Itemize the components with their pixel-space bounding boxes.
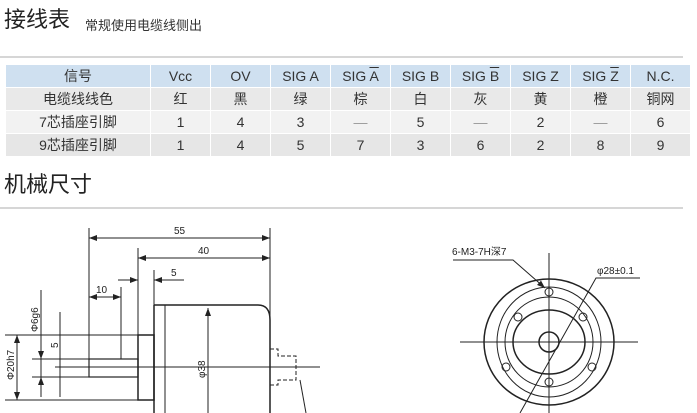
cell: 棕 (331, 88, 390, 110)
cell: 白 (391, 88, 450, 110)
cell: 黑 (211, 88, 270, 110)
cell: 3 (391, 134, 450, 156)
cell: 9 (631, 134, 690, 156)
side-view (5, 228, 320, 413)
dim-phi38: φ38 (197, 360, 208, 378)
cell: 红 (151, 88, 210, 110)
cell: 3 (271, 111, 330, 133)
table-row: 9芯插座引脚 1 4 5 7 3 6 2 8 9 (6, 134, 690, 156)
header-overline-text: Z (610, 68, 619, 84)
header-cell: 信号 (6, 65, 150, 87)
header-overline-text: A (369, 68, 379, 84)
header-text: SIG (342, 68, 367, 84)
header-text: SIG (582, 68, 607, 84)
header-cell: SIG A (271, 65, 330, 87)
cell: — (571, 111, 630, 133)
dim-5-vertical: 5 (50, 342, 61, 348)
dim-phi6g6: Φ6g6 (30, 307, 41, 332)
cell: 灰 (451, 88, 510, 110)
cell: 1 (151, 134, 210, 156)
table-row: 7芯插座引脚 1 4 3 — 5 — 2 — 6 (6, 111, 690, 133)
dim-phi20h7: Φ20h7 (6, 349, 17, 380)
header-cell: SIG B (451, 65, 510, 87)
table-header-row: 信号 Vcc OV SIG A SIG A SIG B SIG B SIG Z … (6, 65, 690, 87)
wiring-table: 信号 Vcc OV SIG A SIG A SIG B SIG B SIG Z … (5, 64, 691, 157)
cell: 8 (571, 134, 630, 156)
cell: 5 (271, 134, 330, 156)
dim-40: 40 (198, 246, 210, 257)
header-cell: SIG Z (511, 65, 570, 87)
dim-55: 55 (174, 226, 186, 237)
cell: 绿 (271, 88, 330, 110)
header-cell: Vcc (151, 65, 210, 87)
table-row: 电缆线线色 红 黑 绿 棕 白 灰 黄 橙 铜网 (6, 88, 690, 110)
row-label: 电缆线线色 (6, 88, 150, 110)
label-holes: 6-M3-7H深7 (452, 246, 507, 258)
label-phi28: φ28±0.1 (597, 266, 634, 277)
cell: 4 (211, 111, 270, 133)
cell: 6 (631, 111, 690, 133)
header-cell: N.C. (631, 65, 690, 87)
cell: 黄 (511, 88, 570, 110)
cell: 2 (511, 134, 570, 156)
cell: 橙 (571, 88, 630, 110)
cell: 铜网 (631, 88, 690, 110)
dim-10: 10 (96, 285, 108, 296)
section-title-mechanical: 机械尺寸 (4, 173, 93, 198)
divider (0, 207, 683, 209)
cell: 6 (451, 134, 510, 156)
cell: 2 (511, 111, 570, 133)
cell: — (451, 111, 510, 133)
dim-5: 5 (171, 268, 177, 279)
row-label: 9芯插座引脚 (6, 134, 150, 156)
cell: 7 (331, 134, 390, 156)
header-cell: SIG B (391, 65, 450, 87)
header-cell: OV (211, 65, 270, 87)
section-title-wiring: 接线表 (4, 8, 71, 33)
cell: 4 (211, 134, 270, 156)
header-overline-text: B (489, 68, 500, 84)
cell: 1 (151, 111, 210, 133)
header-cell: SIG A (331, 65, 390, 87)
section-subtitle-wiring: 常规使用电缆线侧出 (85, 19, 203, 34)
divider (0, 56, 683, 58)
header-text: SIG (461, 68, 486, 84)
cell: — (331, 111, 390, 133)
row-label: 7芯插座引脚 (6, 111, 150, 133)
front-view (453, 253, 640, 413)
cell: 5 (391, 111, 450, 133)
header-cell: SIG Z (571, 65, 630, 87)
